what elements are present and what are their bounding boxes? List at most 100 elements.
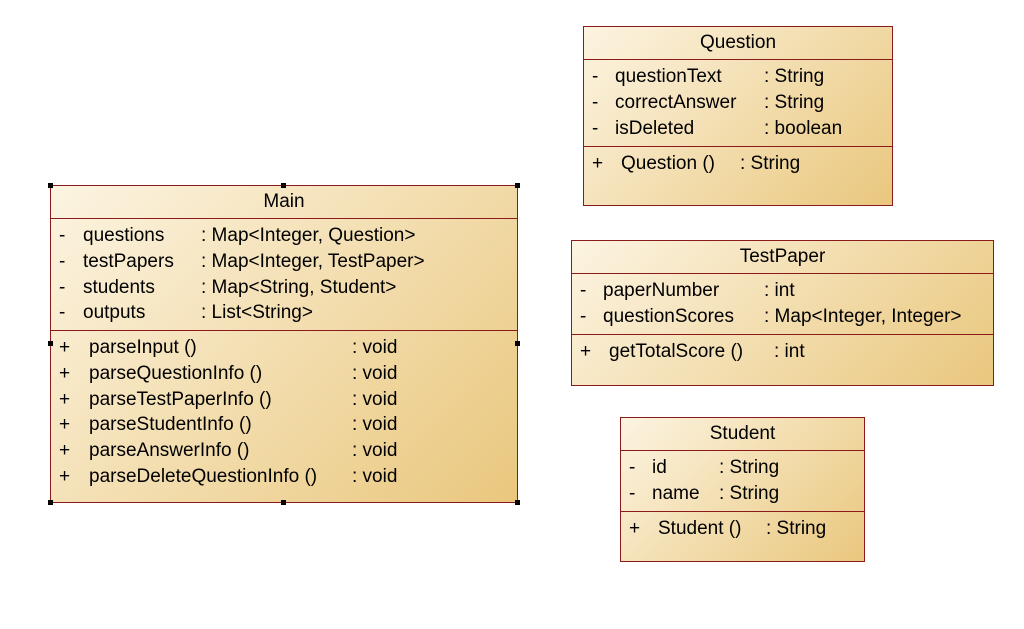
member-name: getTotalScore () — [609, 341, 744, 362]
member-type: : void — [352, 414, 398, 436]
member-name: students — [83, 276, 155, 298]
visibility-marker: - — [59, 302, 66, 324]
visibility-marker: + — [580, 341, 592, 362]
attribute-row[interactable]: -questionText : String — [584, 64, 892, 90]
member-name: parseInput () — [89, 337, 197, 358]
operation-row[interactable]: + getTotalScore () : int — [572, 339, 993, 365]
visibility-marker: - — [592, 117, 599, 139]
class-title: Student — [621, 418, 864, 451]
resize-handle-bottom[interactable] — [281, 500, 286, 505]
member-type: : int — [774, 341, 805, 362]
member-name: outputs — [83, 302, 146, 324]
resize-handle-left[interactable] — [48, 341, 53, 346]
operation-row[interactable]: + parseInput () : void — [51, 335, 517, 361]
visibility-marker: - — [59, 225, 66, 246]
member-name: questionScores — [603, 305, 734, 327]
member-name: isDeleted — [615, 117, 695, 139]
attribute-row[interactable]: -questions : Map<Integer, Question> — [51, 223, 517, 249]
attribute-row[interactable]: -correctAnswer: String — [584, 90, 892, 116]
attributes-compartment: -questionText: String-correctAnswer: Str… — [584, 60, 892, 147]
attributes-compartment: -paperNumber : int -questionScores : Map<In… — [572, 274, 993, 335]
member-name: parseTestPaperInfo () — [89, 388, 272, 410]
visibility-marker: + — [592, 153, 604, 174]
visibility-marker: - — [629, 482, 636, 504]
resize-handle-bottom-left[interactable] — [48, 500, 53, 505]
member-type: : void — [352, 465, 398, 487]
operations-compartment: + Question () : String — [584, 147, 892, 181]
member-name: Student () — [658, 518, 742, 539]
operation-row[interactable]: + Student () : String — [621, 516, 864, 542]
operations-compartment: +parseInput (): void+parseQuestionInfo (… — [51, 331, 517, 494]
class-student[interactable]: Student -id: String-name: String +Studen… — [620, 417, 865, 562]
member-type: : Map<Integer, Integer> — [764, 305, 962, 327]
visibility-marker: + — [629, 518, 641, 539]
member-type: : String — [766, 518, 827, 539]
member-name: parseAnswerInfo () — [89, 440, 250, 462]
operation-row[interactable]: + parseAnswerInfo () : void — [51, 438, 517, 464]
operation-row[interactable]: +parseDeleteQuestionInfo (): void — [51, 464, 517, 490]
member-name: questionText — [615, 66, 722, 87]
member-type: : boolean — [764, 117, 843, 139]
visibility-marker: - — [592, 91, 599, 113]
member-type: : Map<String, Student> — [201, 276, 397, 298]
member-name: questions — [83, 225, 165, 246]
operation-row[interactable]: + parseTestPaperInfo () : void — [51, 387, 517, 413]
visibility-marker: - — [59, 276, 66, 298]
member-type: : String — [719, 457, 780, 478]
visibility-marker: + — [59, 440, 71, 462]
class-title: Question — [584, 27, 892, 60]
member-name: correctAnswer — [615, 91, 737, 113]
attribute-row[interactable]: -name: String — [621, 481, 864, 507]
member-type: : List<String> — [201, 302, 313, 324]
member-name: id — [652, 457, 667, 478]
member-name: name — [652, 482, 700, 504]
member-type: : String — [764, 66, 825, 87]
member-name: paperNumber — [603, 280, 720, 301]
visibility-marker: + — [59, 337, 71, 358]
attribute-row[interactable]: -students : Map<String, Student> — [51, 275, 517, 301]
operations-compartment: + Student () : String — [621, 512, 864, 546]
operations-compartment: + getTotalScore () : int — [572, 335, 993, 369]
visibility-marker: - — [592, 66, 599, 87]
member-type: : void — [352, 362, 398, 384]
resize-handle-bottom-right[interactable] — [515, 500, 520, 505]
attribute-row[interactable]: -outputs : List<String> — [51, 300, 517, 326]
resize-handle-top-right[interactable] — [515, 183, 520, 188]
member-name: Question () — [621, 153, 715, 174]
member-name: testPapers — [83, 250, 174, 272]
class-title: TestPaper — [572, 241, 993, 274]
visibility-marker: + — [59, 414, 71, 436]
attribute-row[interactable]: -paperNumber : int — [572, 278, 993, 304]
attribute-row[interactable]: -isDeleted : boolean — [584, 116, 892, 142]
class-main[interactable]: Main -questions: Map<Integer, Question>-… — [50, 185, 518, 503]
attribute-row[interactable]: -questionScores : Map<Integer, Integer> — [572, 304, 993, 330]
class-title: Main — [51, 186, 517, 219]
operation-row[interactable]: + parseStudentInfo () : void — [51, 412, 517, 438]
class-question[interactable]: Question -questionText: String-correctAn… — [583, 26, 893, 206]
operation-row[interactable]: + Question () : String — [584, 151, 892, 177]
visibility-marker: + — [59, 388, 71, 410]
member-type: : Map<Integer, TestPaper> — [201, 250, 425, 272]
member-type: : void — [352, 388, 398, 410]
attributes-compartment: -id : String -name: String — [621, 451, 864, 512]
visibility-marker: - — [580, 305, 587, 327]
attributes-compartment: -questions: Map<Integer, Question>-testP… — [51, 219, 517, 331]
attribute-row[interactable]: -id : String — [621, 455, 864, 481]
member-type: : int — [764, 280, 795, 301]
member-type: : String — [740, 153, 801, 174]
member-type: : void — [352, 440, 398, 462]
member-type: : void — [352, 337, 398, 358]
visibility-marker: + — [59, 362, 71, 384]
visibility-marker: - — [59, 250, 66, 272]
visibility-marker: - — [580, 280, 587, 301]
member-type: : Map<Integer, Question> — [201, 225, 416, 246]
attribute-row[interactable]: -testPapers : Map<Integer, TestPaper> — [51, 249, 517, 275]
resize-handle-right[interactable] — [515, 341, 520, 346]
resize-handle-top[interactable] — [281, 183, 286, 188]
member-name: parseStudentInfo () — [89, 414, 252, 436]
visibility-marker: - — [629, 457, 636, 478]
resize-handle-top-left[interactable] — [48, 183, 53, 188]
operation-row[interactable]: +parseQuestionInfo (): void — [51, 361, 517, 387]
class-testpaper[interactable]: TestPaper -paperNumber : int -questionScor… — [571, 240, 994, 386]
member-name: parseDeleteQuestionInfo () — [89, 465, 318, 487]
